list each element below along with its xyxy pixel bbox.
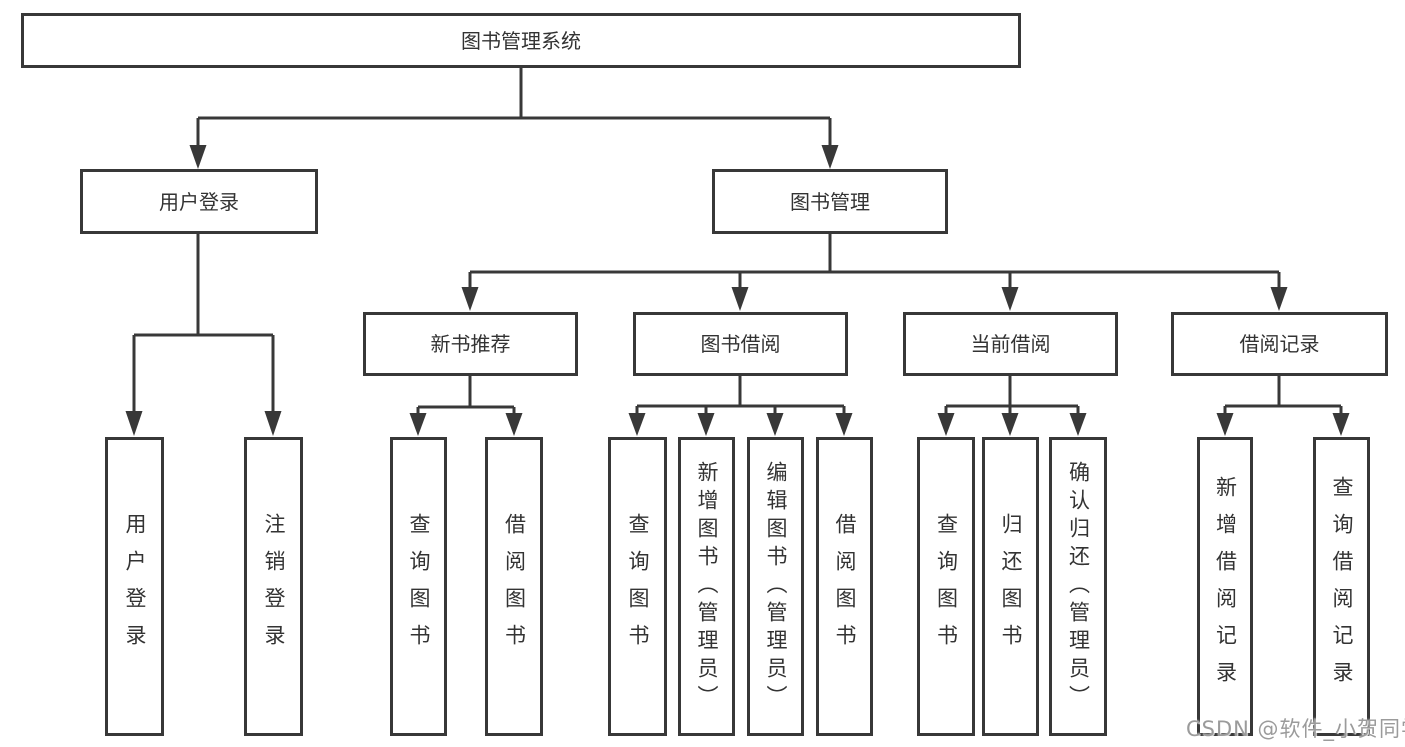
leaf-query-borrow-record-label: 查询借阅记录 — [1330, 475, 1355, 698]
node-system-root-label: 图书管理系统 — [461, 28, 581, 53]
leaf-add-book-admin: 新增图书（管理员） — [678, 437, 735, 736]
leaf-query-books-borrow-label: 查询图书 — [626, 512, 651, 661]
node-book-borrowing: 图书借阅 — [633, 312, 848, 376]
node-user-login-label: 用户登录 — [159, 189, 239, 214]
leaf-logout-label: 注销登录 — [262, 512, 287, 661]
connector-user-login-branch — [132, 234, 275, 416]
leaf-query-books-recommend-label: 查询图书 — [407, 512, 432, 661]
leaf-borrow-books-label: 借阅图书 — [833, 512, 858, 661]
leaf-confirm-return-admin: 确认归还（管理员） — [1049, 437, 1107, 736]
leaf-query-books-current-label: 查询图书 — [934, 512, 959, 661]
leaf-borrow-books-recommend-label: 借阅图书 — [502, 512, 527, 661]
leaf-query-borrow-record: 查询借阅记录 — [1313, 437, 1370, 736]
leaf-edit-book-admin: 编辑图书（管理员） — [747, 437, 804, 736]
leaf-edit-book-admin-label: 编辑图书（管理员） — [764, 460, 789, 713]
leaf-query-books-borrow: 查询图书 — [608, 437, 667, 736]
leaf-borrow-books-recommend: 借阅图书 — [485, 437, 543, 736]
leaf-return-books: 归还图书 — [982, 437, 1039, 736]
node-current-borrowing: 当前借阅 — [903, 312, 1118, 376]
leaf-return-books-label: 归还图书 — [999, 512, 1024, 661]
node-book-management-label: 图书管理 — [790, 189, 870, 214]
leaf-add-book-admin-label: 新增图书（管理员） — [695, 460, 720, 713]
csdn-watermark: CSDN @软件_小贺同学 — [1186, 717, 1405, 741]
node-new-book-recommendation-label: 新书推荐 — [430, 332, 511, 356]
node-new-book-recommendation: 新书推荐 — [363, 312, 578, 376]
connector-root-to-level2 — [196, 67, 832, 150]
node-book-borrowing-label: 图书借阅 — [700, 332, 781, 356]
leaf-query-books-current: 查询图书 — [917, 437, 975, 736]
leaf-query-books-recommend: 查询图书 — [390, 437, 447, 736]
node-borrowing-records-label: 借阅记录 — [1239, 332, 1320, 356]
leaf-add-borrow-record-label: 新增借阅记录 — [1213, 475, 1238, 698]
node-book-management: 图书管理 — [712, 169, 948, 234]
connector-book-management-branch — [468, 234, 1281, 292]
node-user-login: 用户登录 — [80, 169, 318, 234]
connector-borrowing-records-branch — [1223, 376, 1343, 418]
node-current-borrowing-label: 当前借阅 — [970, 332, 1051, 356]
arrowheads — [125, 145, 1350, 436]
leaf-user-login: 用户登录 — [105, 437, 164, 736]
connector-current-borrowing-branch — [944, 376, 1080, 418]
leaf-user-login-label: 用户登录 — [123, 512, 148, 661]
node-system-root: 图书管理系统 — [21, 13, 1021, 68]
leaf-confirm-return-admin-label: 确认归还（管理员） — [1066, 460, 1091, 713]
leaf-borrow-books: 借阅图书 — [816, 437, 873, 736]
node-borrowing-records: 借阅记录 — [1171, 312, 1388, 376]
connector-new-book-branch — [416, 376, 516, 418]
leaf-logout: 注销登录 — [244, 437, 303, 736]
leaf-add-borrow-record: 新增借阅记录 — [1197, 437, 1253, 736]
connector-book-borrowing-branch — [635, 376, 846, 418]
